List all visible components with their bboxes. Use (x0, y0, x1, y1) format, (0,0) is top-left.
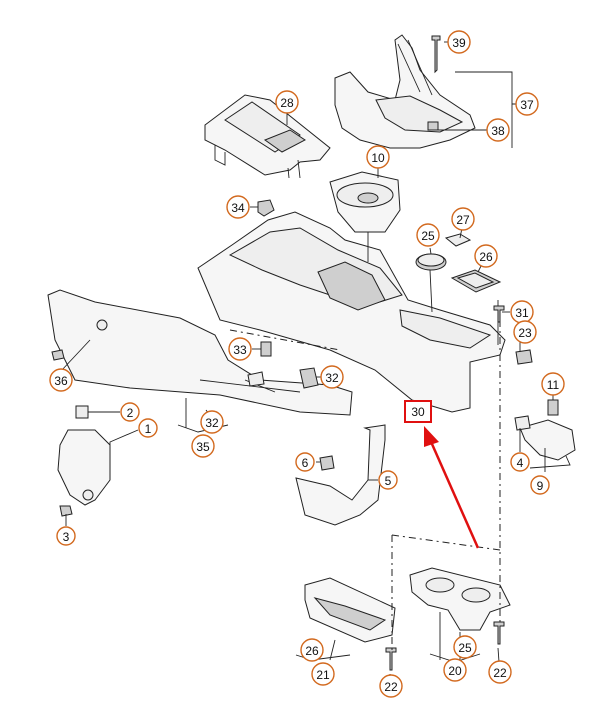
callout-28: 28 (275, 90, 299, 114)
svg-text:10: 10 (371, 151, 385, 165)
callout-23: 23 (513, 320, 537, 344)
callout-26b: 26 (300, 638, 324, 662)
curved-bracket-part (295, 424, 386, 526)
svg-text:5: 5 (385, 474, 392, 488)
callout-2: 2 (120, 402, 140, 422)
screw-22a-part (385, 647, 397, 671)
callout-35: 35 (191, 434, 215, 458)
svg-text:26: 26 (479, 250, 493, 264)
svg-text:22: 22 (384, 680, 398, 694)
callout-10: 10 (366, 145, 390, 169)
callout-32a: 32 (320, 365, 344, 389)
callout-21: 21 (311, 662, 335, 686)
screw-22b-part (493, 621, 505, 645)
svg-text:33: 33 (233, 343, 247, 357)
svg-text:26: 26 (305, 644, 319, 658)
callout-27: 27 (451, 207, 475, 231)
callout-38: 38 (486, 118, 510, 142)
cup-holder-part (409, 567, 511, 631)
storage-tray-part (204, 94, 331, 179)
svg-text:27: 27 (456, 213, 470, 227)
svg-text:32: 32 (325, 371, 339, 385)
svg-text:20: 20 (448, 664, 462, 678)
callout-33: 33 (228, 337, 252, 361)
shift-mechanism-part (514, 399, 576, 461)
callout-20: 20 (443, 658, 467, 682)
svg-text:21: 21 (316, 668, 330, 682)
callout-25b: 25 (453, 635, 477, 659)
svg-text:2: 2 (127, 406, 134, 420)
svg-text:35: 35 (196, 440, 210, 454)
callout-5: 5 (378, 470, 398, 490)
svg-text:9: 9 (537, 479, 544, 493)
rect-mat-part (450, 269, 502, 293)
callout-6: 6 (295, 452, 315, 472)
highlight-arrow (424, 426, 480, 549)
svg-text:31: 31 (515, 306, 529, 320)
round-pad-part (415, 253, 447, 271)
svg-text:32: 32 (205, 416, 219, 430)
rear-trim-cover-part (334, 34, 476, 149)
svg-text:28: 28 (280, 96, 294, 110)
callout-22a: 22 (379, 674, 403, 698)
svg-text:36: 36 (54, 374, 68, 388)
svg-text:25: 25 (421, 229, 435, 243)
center-console-part (197, 211, 506, 413)
svg-text:1: 1 (145, 422, 152, 436)
svg-text:39: 39 (452, 36, 466, 50)
lower-tray-part (304, 577, 396, 643)
screw-39-part (431, 35, 441, 74)
screw-31-part (493, 305, 505, 323)
svg-text:23: 23 (518, 326, 532, 340)
side-trim-panel-part (47, 289, 353, 416)
callout-37: 37 (515, 92, 539, 116)
callout-32b: 32 (200, 410, 224, 434)
callout-36: 36 (49, 368, 73, 392)
highlighted-part-30-label: 30 (404, 400, 432, 423)
clip-33-part (260, 341, 272, 357)
gear-boot-part (329, 171, 401, 233)
callout-1: 1 (138, 418, 158, 438)
assembly-guide-lines (229, 320, 501, 650)
callout-25a: 25 (416, 223, 440, 247)
svg-text:6: 6 (302, 456, 309, 470)
screw-36-part (51, 349, 65, 361)
leader-lines (60, 41, 571, 687)
svg-text:37: 37 (520, 98, 534, 112)
svg-text:3: 3 (63, 530, 70, 544)
left-bracket-part (57, 405, 111, 517)
callout-9: 9 (530, 475, 550, 495)
callout-4: 4 (510, 452, 530, 472)
callout-34: 34 (226, 195, 250, 219)
clip-23-part (515, 349, 533, 365)
clip-32-part (247, 367, 319, 389)
svg-text:22: 22 (493, 666, 507, 680)
callout-3: 3 (56, 526, 76, 546)
clip-34-part (257, 199, 275, 217)
svg-text:30: 30 (411, 405, 425, 419)
svg-text:4: 4 (517, 456, 524, 470)
svg-text:11: 11 (547, 378, 560, 392)
callout-22b: 22 (488, 660, 512, 684)
svg-text:25: 25 (458, 641, 472, 655)
callout-26a: 26 (474, 244, 498, 268)
callout-11: 11 (541, 372, 565, 396)
svg-text:38: 38 (491, 124, 505, 138)
clip-27-part (444, 233, 472, 247)
callout-39: 39 (447, 30, 471, 54)
callout-31: 31 (510, 300, 534, 324)
svg-text:34: 34 (231, 201, 245, 215)
